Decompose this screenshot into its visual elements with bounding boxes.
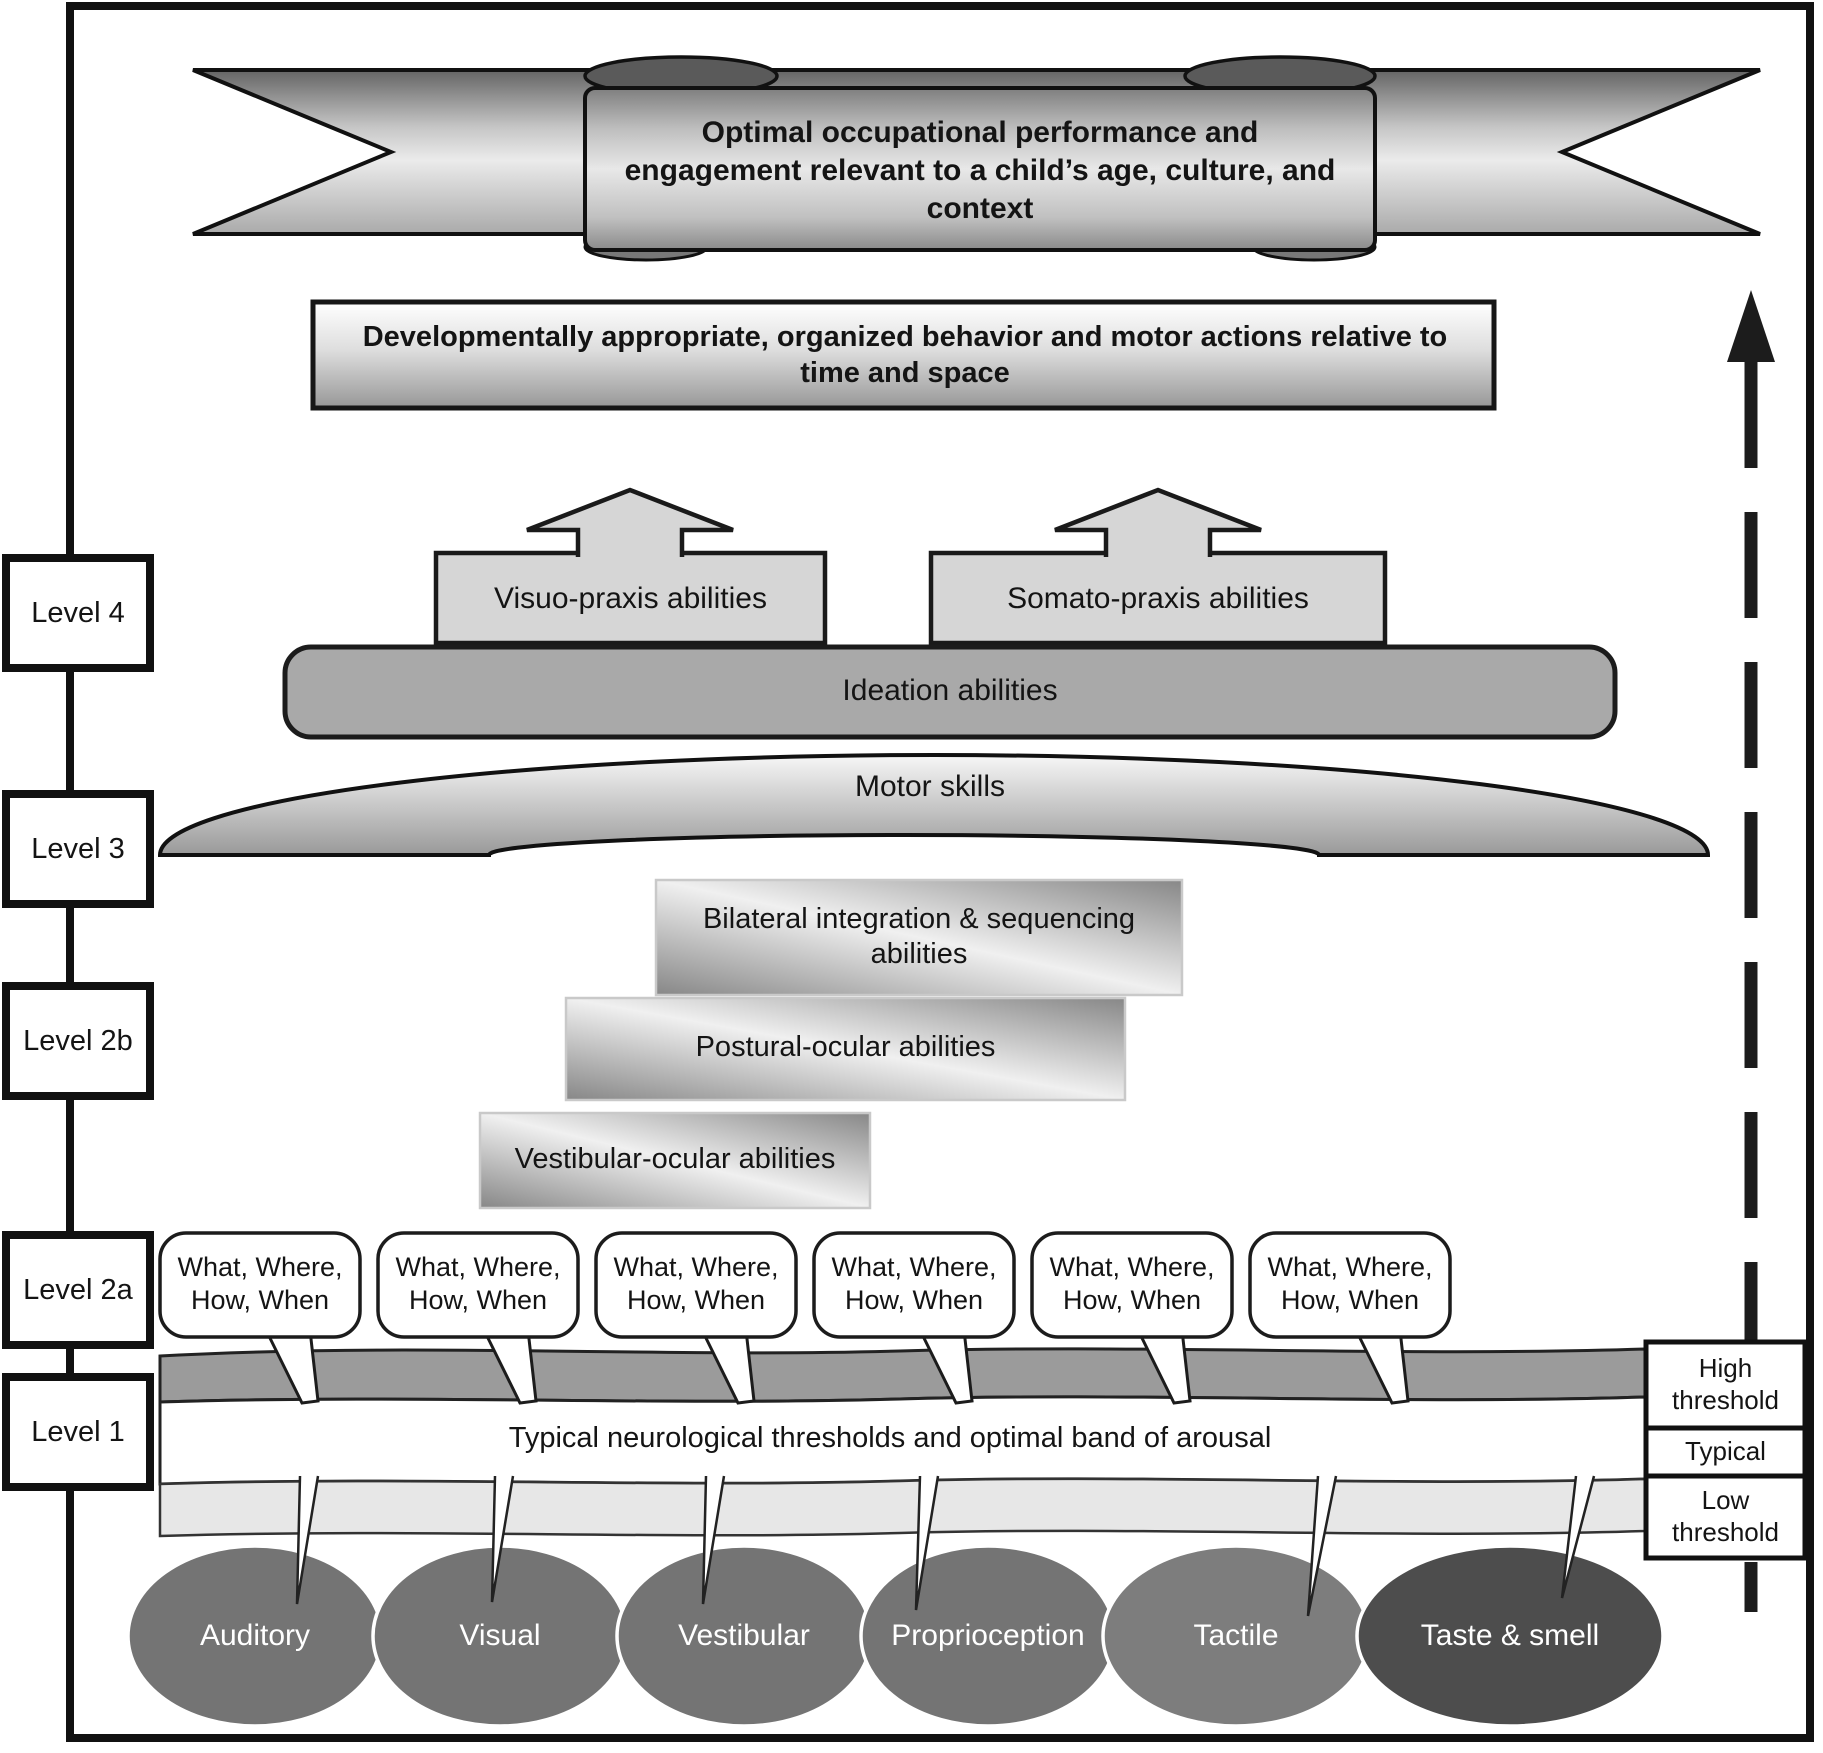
sensory-needle [1306, 1475, 1338, 1617]
sensory-needle [490, 1475, 515, 1603]
bubble-label: What, Where, How, When [177, 1252, 343, 1315]
speech-bubble [158, 1231, 362, 1339]
bilateral-label: Bilateral integration & sequencing abili… [702, 902, 1136, 970]
motor-skills-label: Motor skills [854, 769, 1005, 803]
bubble-label: What, Where, How, When [395, 1252, 561, 1315]
speech-bubble [594, 1231, 798, 1339]
up-arrow-icon [1727, 290, 1775, 362]
sensory-needle [295, 1475, 320, 1605]
level-3-box [2, 790, 154, 908]
bilateral-box [654, 878, 1184, 997]
level-2a-box [2, 1231, 154, 1349]
vestibular-label: Vestibular-ocular abilities [514, 1143, 836, 1176]
low-threshold-label: Low threshold [1672, 1485, 1779, 1547]
behavior-bar-box [310, 299, 1497, 411]
bubble-label: What, Where, How, When [1049, 1252, 1215, 1315]
sensory-needle [1560, 1475, 1596, 1599]
sensory-needle [914, 1475, 940, 1611]
sense-label-auditory: Auditory [199, 1618, 311, 1652]
scroll-panel [583, 86, 1377, 252]
speech-bubble [1248, 1231, 1452, 1339]
level-2b-label: Level 2b [23, 1025, 133, 1058]
bubble-tail [918, 1329, 974, 1405]
low-threshold-box [1643, 1473, 1808, 1561]
visuo-praxis-box [433, 550, 828, 646]
sense-label-taste-smell: Taste & smell [1420, 1618, 1600, 1652]
somato-up-arrow-icon [1054, 487, 1262, 557]
postural-box [564, 996, 1127, 1102]
visuo-praxis-label: Visuo-praxis abilities [494, 581, 767, 615]
bubble-tail [700, 1329, 756, 1405]
visuo-up-arrow-icon [526, 487, 734, 557]
ideation-label: Ideation abilities [842, 673, 1058, 707]
typical-threshold-label: Typical [1685, 1436, 1766, 1467]
low-threshold-band [158, 1477, 1647, 1538]
postural-label: Postural-ocular abilities [695, 1031, 996, 1064]
sense-label-tactile: Tactile [1193, 1618, 1279, 1652]
bubble-label: What, Where, How, When [831, 1252, 997, 1315]
bubble-label: What, Where, How, When [613, 1252, 779, 1315]
speech-bubble [1030, 1231, 1234, 1339]
sense-ellipse-taste-smell [1355, 1544, 1665, 1728]
somato-praxis-label: Somato-praxis abilities [1007, 581, 1309, 615]
arousal-band-text: Typical neurological thresholds and opti… [508, 1422, 1272, 1455]
high-threshold-box [1643, 1339, 1808, 1431]
speech-bubble [812, 1231, 1016, 1339]
level-2b-box [2, 982, 154, 1100]
bubble-tail [1136, 1329, 1192, 1405]
high-threshold-label: High threshold [1672, 1353, 1779, 1415]
vestibular-box [478, 1111, 872, 1210]
level-4-box [2, 554, 154, 672]
sense-label-vestibular: Vestibular [678, 1618, 810, 1652]
somato-praxis-box [928, 550, 1388, 646]
level-3-label: Level 3 [31, 833, 125, 866]
motor-skills-arch [157, 753, 1711, 857]
level-2a-label: Level 2a [23, 1274, 133, 1307]
bubble-tail [1354, 1329, 1410, 1405]
level-4-label: Level 4 [31, 597, 125, 630]
high-threshold-band [158, 1347, 1647, 1404]
speech-bubble [376, 1231, 580, 1339]
bubble-tail [264, 1329, 320, 1405]
bubble-tail [482, 1329, 538, 1405]
level-1-box [2, 1373, 154, 1491]
bubble-label: What, Where, How, When [1267, 1252, 1433, 1315]
level-1-label: Level 1 [31, 1416, 125, 1449]
sense-label-proprioception: Proprioception [891, 1618, 1085, 1652]
ideation-bar [282, 644, 1618, 740]
sensory-needle [701, 1475, 726, 1605]
sense-label-visual: Visual [459, 1618, 541, 1652]
behavior-bar-text: Developmentally appropriate, organized b… [362, 321, 1448, 389]
banner-title: Optimal occupational performance and eng… [624, 116, 1336, 225]
